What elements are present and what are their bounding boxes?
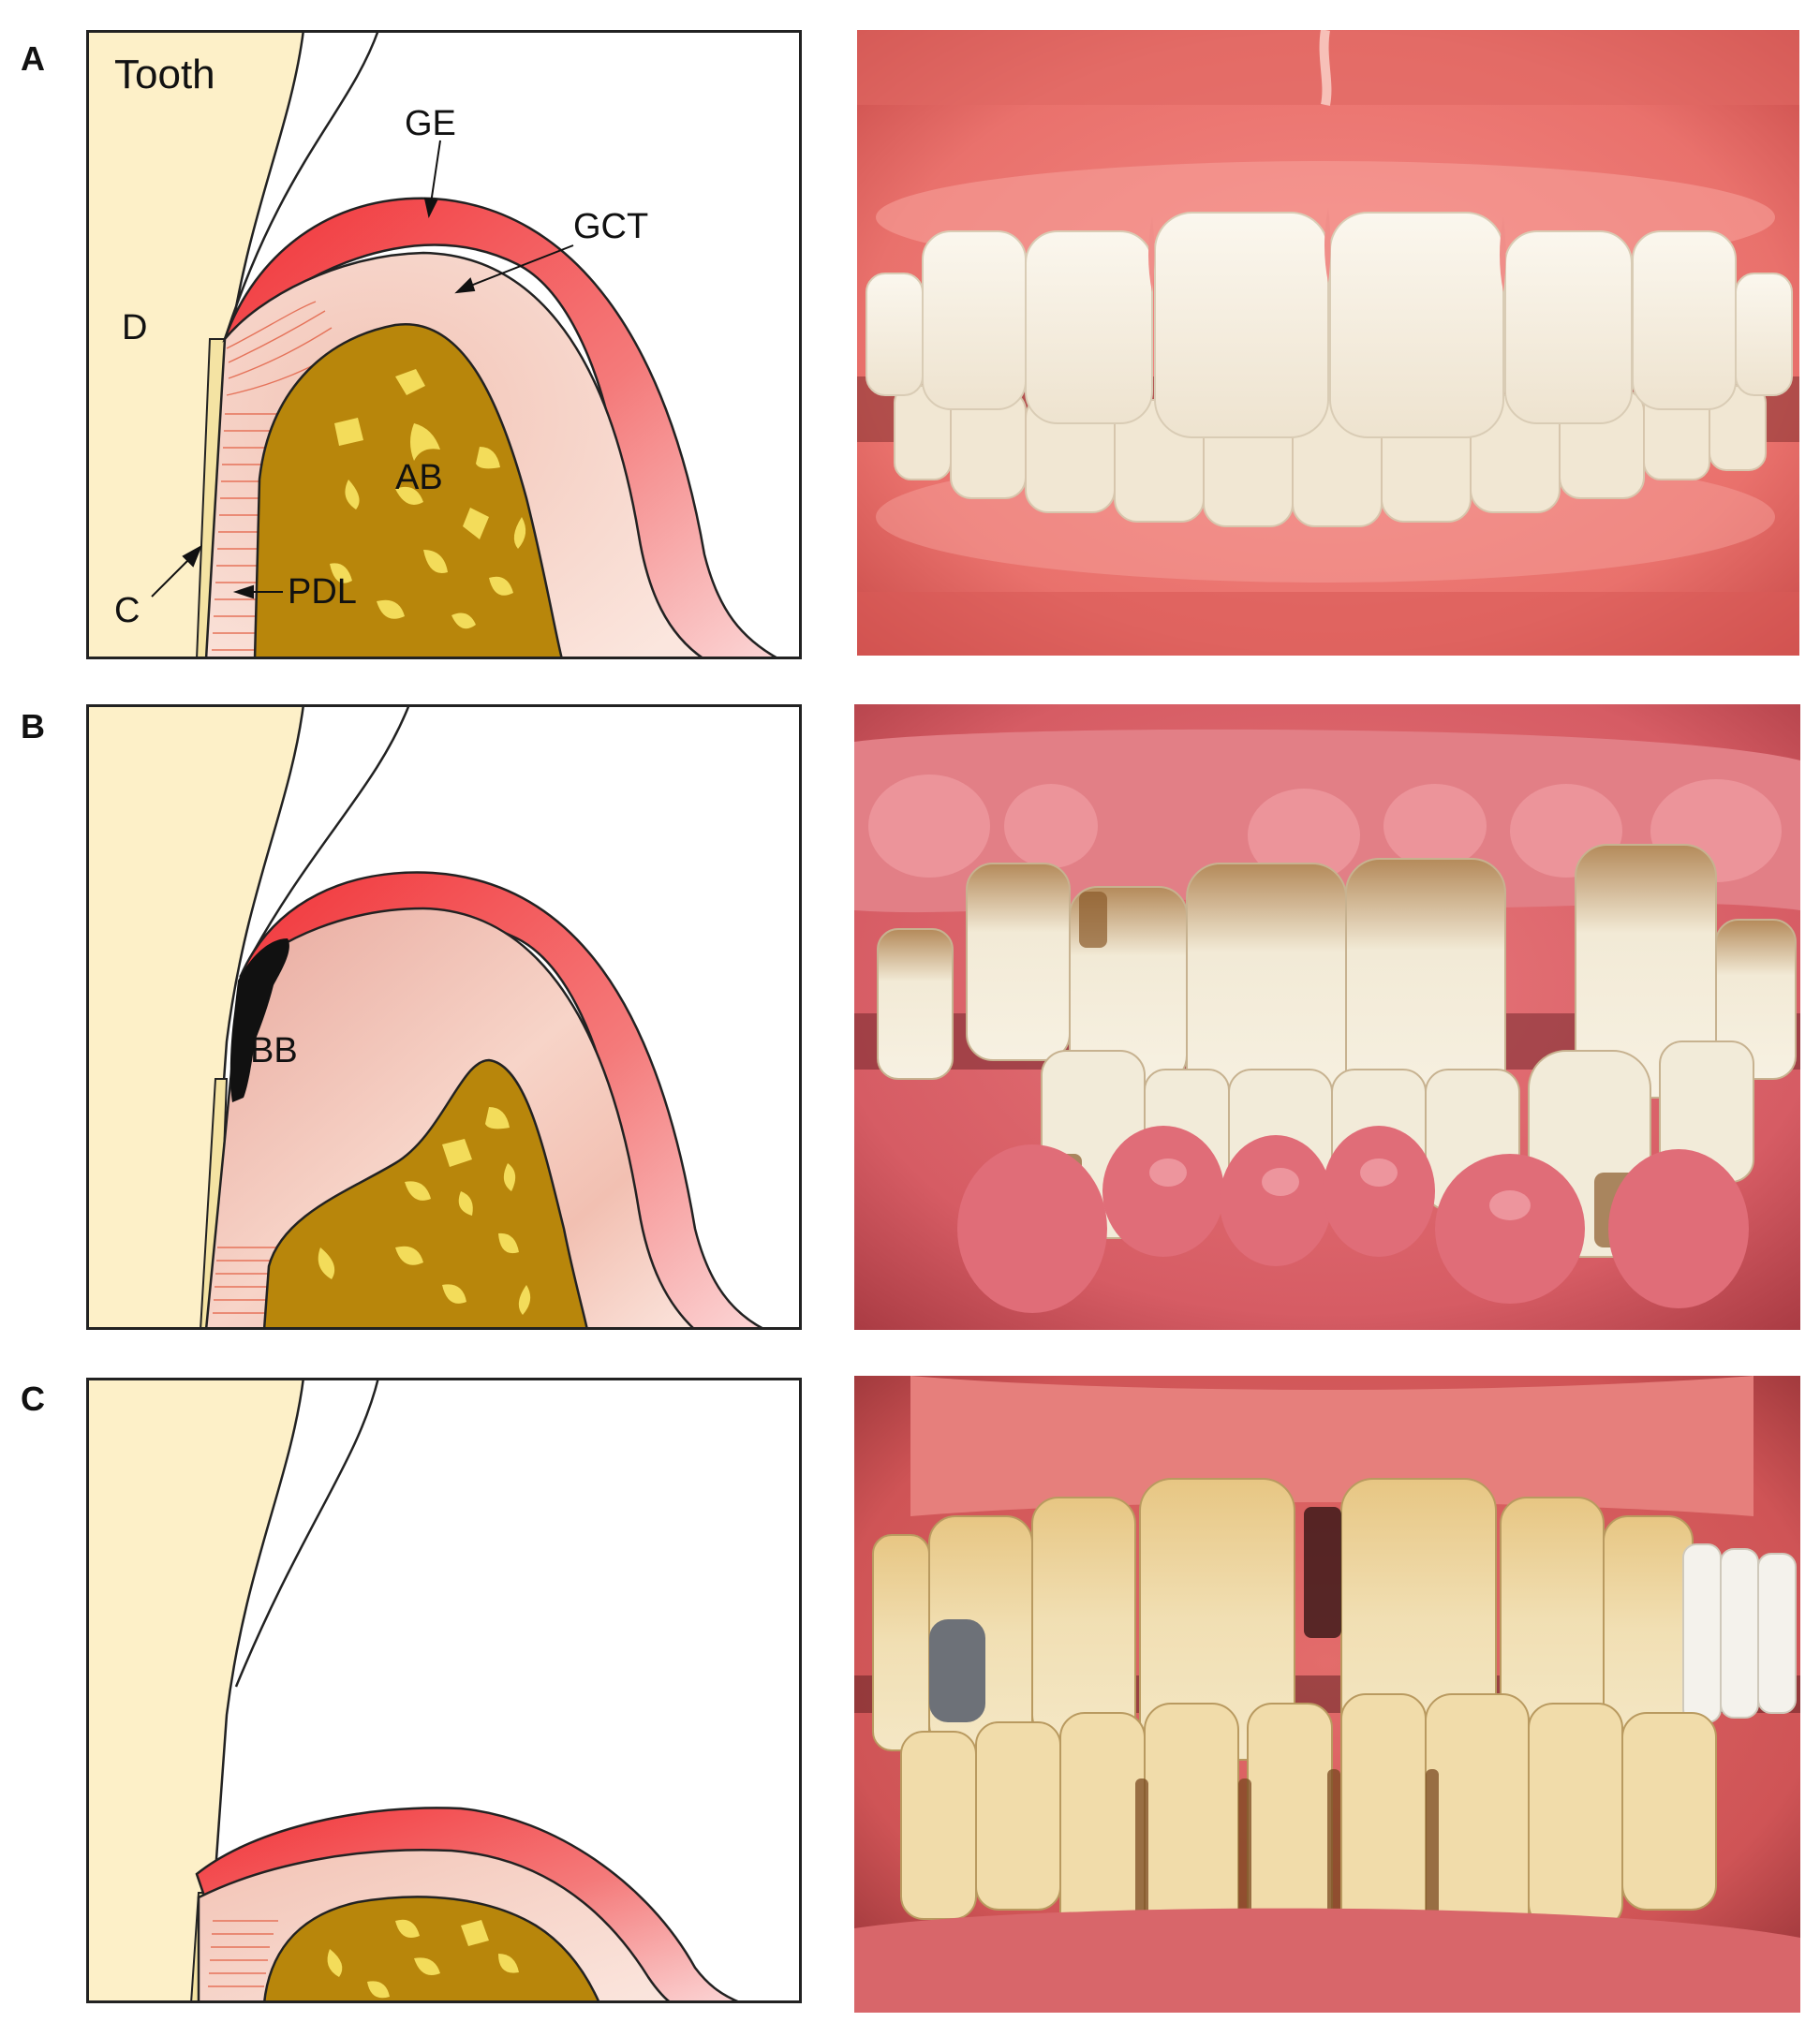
label-ab: AB — [395, 458, 443, 497]
bone-marrow-spots — [327, 1919, 519, 1999]
label-gct: GCT — [573, 207, 648, 246]
label-ge: GE — [405, 104, 456, 143]
alveolar-bone — [262, 1896, 601, 2003]
periodontitis-diagram — [86, 1378, 802, 2003]
cementum — [199, 1078, 229, 1330]
gingivitis-photo — [854, 704, 1800, 1330]
bone-marrow-spots — [318, 1107, 531, 1315]
tooth-shape — [86, 704, 305, 1330]
label-c: C — [114, 591, 140, 630]
healthy-gums-photo — [857, 30, 1799, 656]
periodontal-ligament-fibers — [208, 1920, 278, 1987]
periodontal-ligament-fibers — [212, 301, 338, 651]
bone-marrow-spots — [330, 369, 526, 629]
panel-letter-a: A — [21, 39, 45, 78]
label-tooth: Tooth — [114, 52, 215, 97]
panel-letter-c: C — [21, 1380, 45, 1418]
bacterial-biofilm — [229, 938, 289, 1102]
gingivitis-diagram: BB — [86, 704, 802, 1330]
label-d: D — [122, 308, 147, 347]
tooth-shape — [86, 1378, 305, 2003]
periodontitis-photo — [854, 1376, 1800, 2013]
label-bb: BB — [250, 1031, 298, 1070]
label-arrows — [151, 140, 574, 599]
label-pdl: PDL — [288, 572, 357, 612]
panel-letter-b: B — [21, 707, 45, 745]
healthy-periodontium-diagram: Tooth GE GCT D AB C PDL — [86, 30, 802, 659]
